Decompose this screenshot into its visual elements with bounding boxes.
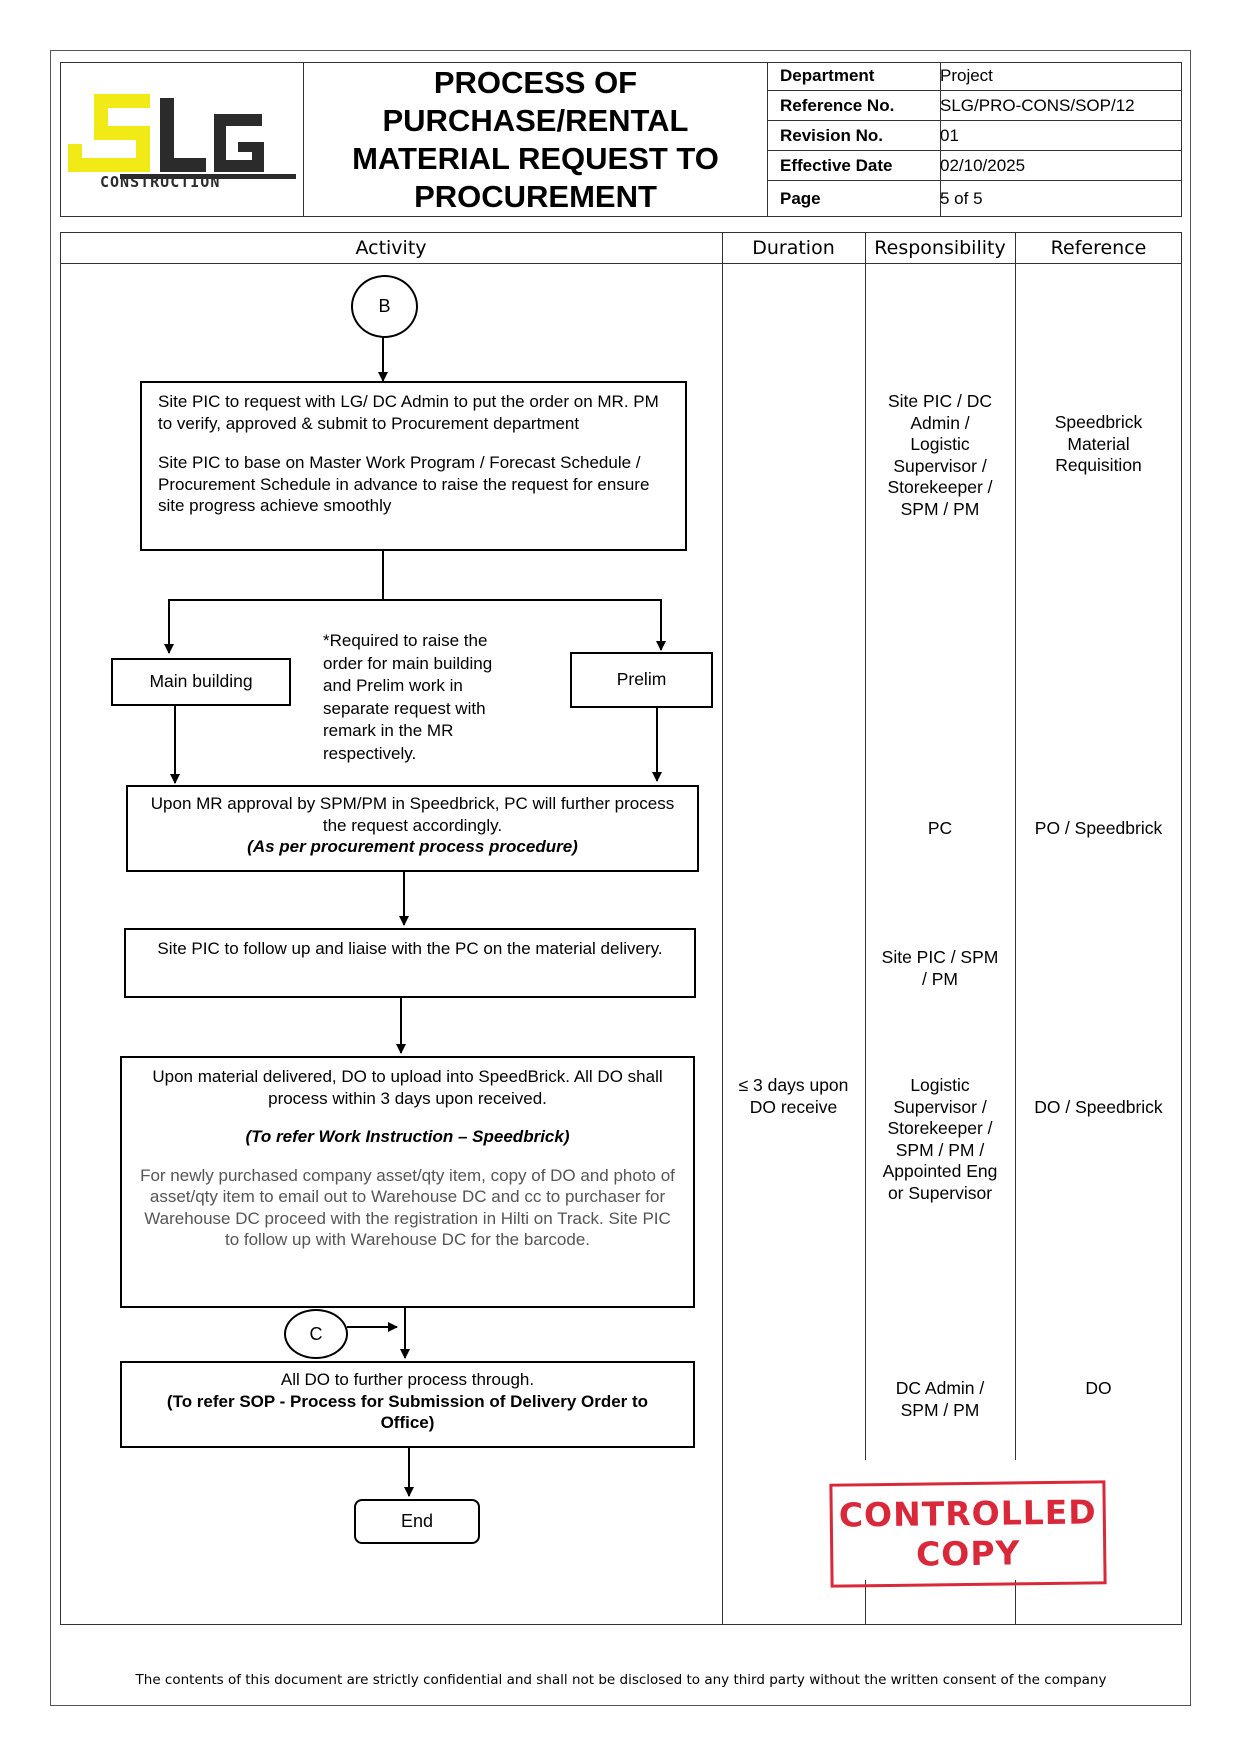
company-logo: CONSTRUCTION	[60, 62, 304, 217]
responsibility-submit-do: DC Admin / SPM / PM	[895, 1378, 985, 1420]
meta-value: 01	[940, 125, 959, 145]
arrow-to-prelim	[383, 599, 666, 651]
column-header-responsibility: Responsibility	[874, 237, 1006, 259]
step-submit-do: All DO to further process through. (To r…	[120, 1361, 695, 1448]
reference-request-order: Speedbrick Material Requisition	[1054, 412, 1143, 475]
stamp-line-1: CONTROLLED	[838, 1492, 1097, 1535]
meta-row: Revision No. 01	[768, 121, 1182, 151]
duration-material-delivered: ≤ 3 days upon DO receive	[738, 1075, 849, 1117]
step-submit-do-text: All DO to further process through.	[280, 1370, 535, 1389]
branch-main-building-label: Main building	[149, 671, 253, 692]
meta-label: Reference No.	[768, 91, 941, 120]
header-divider	[60, 263, 1182, 264]
reference-submit-do: DO	[1085, 1378, 1112, 1398]
column-header-reference: Reference	[1050, 237, 1147, 259]
responsibility-mr-approval: PC	[927, 818, 953, 838]
column-divider	[865, 232, 866, 1460]
step-material-delivered-note: For newly purchased company asset/qty it…	[140, 1165, 675, 1250]
flow-end-label: End	[400, 1510, 434, 1531]
branch-prelim: Prelim	[570, 652, 713, 708]
document-title: PROCESS OF PURCHASE/RENTAL MATERIAL REQU…	[304, 62, 768, 217]
meta-row: Page 5 of 5	[768, 181, 1182, 217]
logo-subtext: CONSTRUCTION	[100, 173, 221, 191]
step-request-order: Site PIC to request with LG/ DC Admin to…	[140, 381, 687, 551]
step-material-delivered-instruction: (To refer Work Instruction – Speedbrick)	[245, 1127, 570, 1146]
document-meta-table: Department Project Reference No. SLG/PRO…	[768, 62, 1182, 217]
meta-row: Reference No. SLG/PRO-CONS/SOP/12	[768, 91, 1182, 121]
controlled-copy-stamp: CONTROLLED COPY	[829, 1480, 1107, 1588]
meta-value: 5 of 5	[940, 189, 983, 208]
responsibility-material-delivered: Logistic Supervisor / Storekeeper / SPM …	[882, 1075, 998, 1203]
page-frame	[50, 50, 1191, 1706]
step-submit-do-sop: (To refer SOP - Process for Submission o…	[166, 1391, 649, 1433]
meta-label: Department	[768, 62, 941, 90]
responsibility-follow-up: Site PIC / SPM / PM	[881, 947, 999, 989]
meta-label: Effective Date	[768, 151, 941, 180]
responsibility-request-order: Site PIC / DC Admin / Logistic Superviso…	[887, 391, 993, 519]
connector-c-label: C	[309, 1323, 323, 1344]
step-mr-approval-text: Upon MR approval by SPM/PM in Speedbrick…	[150, 794, 675, 835]
arrow-to-main-building	[164, 550, 384, 654]
slg-logo-graphic	[68, 94, 296, 179]
reference-material-delivered: DO / Speedbrick	[1034, 1097, 1163, 1117]
step-request-order-note: Site PIC to base on Master Work Program …	[158, 453, 650, 515]
step-mr-approval-procedure: (As per procurement process procedure)	[247, 837, 578, 856]
step-follow-up-delivery: Site PIC to follow up and liaise with th…	[124, 928, 696, 998]
meta-row: Department Project	[768, 62, 1182, 91]
meta-value: Project	[940, 66, 993, 85]
connector-b: B	[351, 275, 418, 338]
column-divider	[1015, 232, 1016, 1460]
meta-value: 02/10/2025	[940, 155, 1026, 175]
step-material-delivered: Upon material delivered, DO to upload in…	[120, 1056, 695, 1308]
branch-main-building: Main building	[111, 658, 291, 706]
column-header-activity: Activity	[355, 237, 427, 259]
branch-note: *Required to raise the order for main bu…	[323, 631, 493, 763]
branch-prelim-label: Prelim	[616, 669, 667, 690]
step-material-delivered-text: Upon material delivered, DO to upload in…	[152, 1067, 663, 1108]
column-divider	[722, 232, 723, 1625]
flow-end: End	[354, 1499, 480, 1544]
step-request-order-text: Site PIC to request with LG/ DC Admin to…	[158, 392, 659, 433]
confidentiality-footer: The contents of this document are strict…	[135, 1672, 1107, 1688]
meta-value: SLG/PRO-CONS/SOP/12	[940, 95, 1135, 115]
connector-c: C	[284, 1309, 348, 1359]
document-header	[60, 62, 1182, 217]
column-divider	[865, 1580, 866, 1625]
stamp-line-2: COPY	[915, 1533, 1021, 1574]
column-divider	[1015, 1580, 1016, 1625]
connector-b-label: B	[378, 296, 391, 316]
step-mr-approval: Upon MR approval by SPM/PM in Speedbrick…	[126, 785, 699, 872]
meta-row: Effective Date 02/10/2025	[768, 151, 1182, 181]
process-table	[60, 232, 1182, 1625]
meta-label: Page	[768, 181, 941, 217]
reference-mr-approval: PO / Speedbrick	[1034, 818, 1163, 838]
step-follow-up-delivery-text: Site PIC to follow up and liaise with th…	[157, 939, 663, 958]
meta-label: Revision No.	[768, 121, 941, 150]
column-header-duration: Duration	[752, 237, 835, 259]
